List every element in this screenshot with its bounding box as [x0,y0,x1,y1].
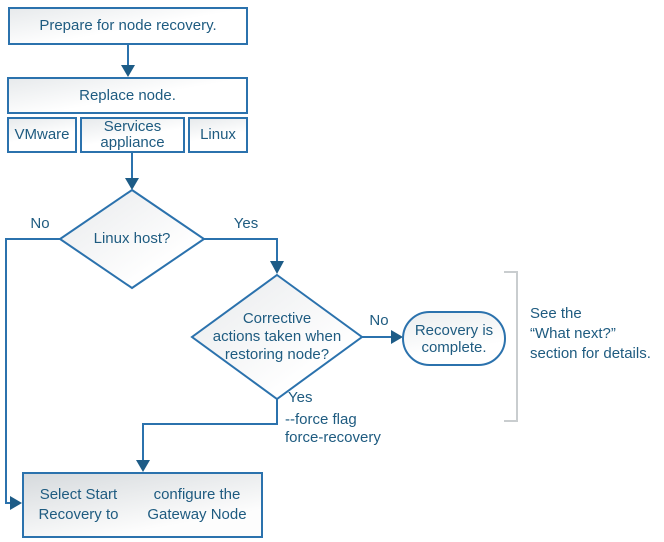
see-note-line3: section for details. [530,345,651,362]
label-corrective-no: No [369,312,389,329]
force-flag-line2: force-recovery [285,429,381,446]
see-what-next-note: See the “What next?” section for details… [530,304,651,364]
arrowhead-linuxhost-no [10,496,22,510]
label-linux-no: No [30,215,50,232]
force-flag-note: --force flag force-recovery [285,411,381,447]
see-note-line1: See the [530,305,582,322]
cell-services-appliance-label: Services appliance [100,118,165,151]
edge-linuxhost-yes [204,238,278,262]
arrowhead-linuxhost-yes [270,261,284,274]
see-note-line2: “What next?” [530,325,616,342]
start-recovery-line2: configure the Gateway Node [147,486,247,523]
corrective-question: Corrective actions taken when restoring … [192,275,362,399]
arrowhead-corrective-no [391,330,403,344]
linux-host-question: Linux host? [93,230,171,247]
cell-linux: Linux [188,117,248,153]
node-start-recovery: Select Start Recovery to configure the G… [22,472,263,538]
force-flag-line1: --force flag [285,411,357,428]
recovery-complete-line2: complete. [421,338,487,356]
edge-linuxhost-no [5,238,60,504]
cell-vmware: VMware [7,117,77,153]
cell-vmware-label: VMware [14,126,70,143]
stadium-recovery-complete [402,311,506,366]
start-recovery-line1: Select Start Recovery to [38,486,119,523]
label-linux-yes: Yes [233,215,259,232]
arrowhead-replace-to-linuxhost [125,178,139,190]
corrective-line3: restoring node? [224,346,330,363]
cell-linux-label: Linux [200,126,236,143]
recovery-complete-line1: Recovery is [414,321,494,339]
arrowhead-corrective-yes [136,460,150,472]
corrective-line2: actions taken when [212,328,342,345]
cell-services-appliance: Services appliance [80,117,185,153]
arrowhead-prepare-to-replace [121,65,135,77]
diamond-corrective-actions [190,273,364,401]
node-prepare-label: Prepare for node recovery. [39,17,217,34]
node-replace: Replace node. [7,77,248,114]
diamond-linux-host [58,188,206,290]
recovery-complete-text: Recovery is complete. [403,312,505,365]
node-prepare: Prepare for node recovery. [8,7,248,45]
corrective-line1: Corrective [242,310,312,327]
node-replace-label: Replace node. [79,86,176,104]
label-corrective-yes: Yes [288,389,313,406]
bracket [504,271,518,422]
edge-corrective-yes [142,399,278,461]
